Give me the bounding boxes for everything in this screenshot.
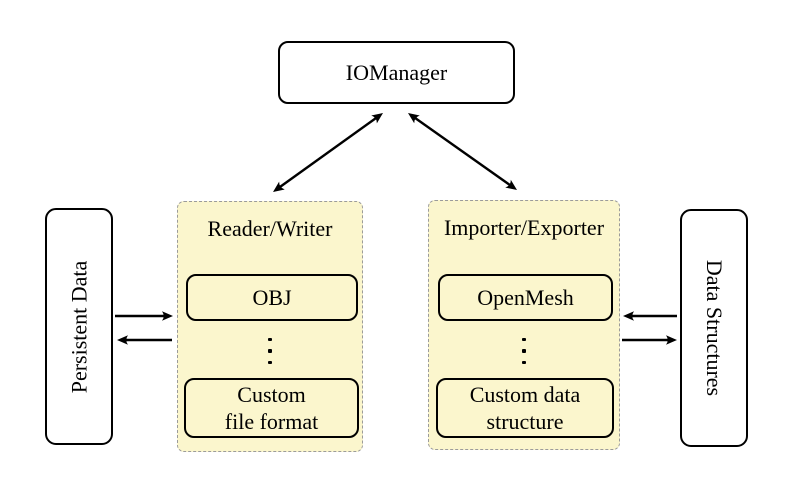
- panel-reader-writer: Reader/Writer OBJ Custom file format: [177, 201, 363, 452]
- arrow-importer-to-datastructures: [622, 335, 677, 345]
- node-obj-label: OBJ: [252, 285, 292, 310]
- arrow-datastructures-to-importer: [623, 311, 677, 321]
- node-custom-data-structure: Custom data structure: [436, 378, 614, 438]
- vertical-ellipsis-icon: [429, 338, 619, 365]
- node-iomanager: IOManager: [278, 41, 515, 104]
- node-custom-file-format-line1: Custom: [237, 382, 306, 407]
- node-custom-file-format: Custom file format: [184, 378, 359, 438]
- node-data-structures: Data Structures: [680, 209, 748, 447]
- node-iomanager-label: IOManager: [345, 59, 448, 85]
- arrow-persistent-to-reader: [115, 311, 173, 321]
- node-data-structures-label: Data Structures: [702, 259, 728, 397]
- panel-reader-writer-label: Reader/Writer: [207, 216, 333, 241]
- panel-importer-exporter: Importer/Exporter OpenMesh Custom data s…: [428, 200, 620, 450]
- arrow-reader-to-persistent: [117, 335, 172, 345]
- node-custom-file-format-line2: file format: [224, 409, 319, 434]
- node-persistent-data-label: Persistent Data: [66, 260, 91, 393]
- node-custom-data-structure-line2: structure: [486, 409, 564, 434]
- node-obj: OBJ: [186, 274, 358, 321]
- vertical-ellipsis-icon: [178, 338, 362, 365]
- arrow-iomanager-reader-writer: [273, 113, 383, 192]
- node-custom-data-structure-line1: Custom data: [469, 382, 581, 407]
- panel-importer-exporter-label: Importer/Exporter: [443, 215, 605, 240]
- arrow-iomanager-importer-exporter: [408, 113, 517, 190]
- node-openmesh: OpenMesh: [438, 274, 613, 321]
- node-openmesh-label: OpenMesh: [477, 285, 574, 310]
- node-persistent-data: Persistent Data: [45, 208, 113, 445]
